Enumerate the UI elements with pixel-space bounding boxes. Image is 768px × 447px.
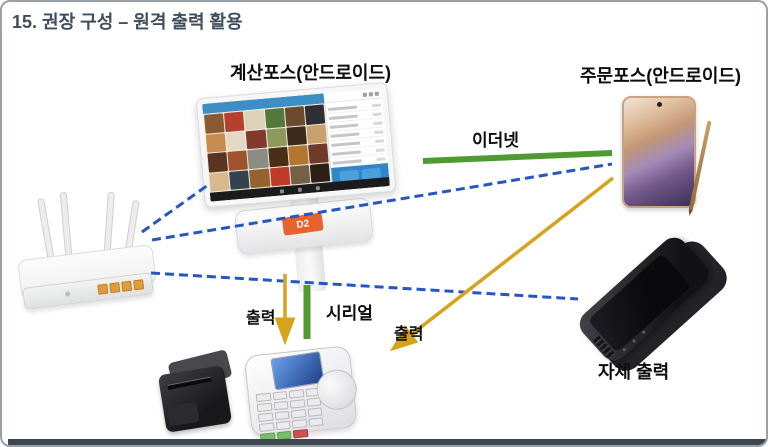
card-terminal-image: [243, 338, 368, 445]
label-output-right: 출력: [394, 326, 424, 343]
pos-screen: [195, 81, 397, 209]
lan-port-icon: [97, 283, 109, 295]
lan-port-icon: [133, 279, 145, 291]
label-ethernet: 이더넷: [472, 131, 519, 150]
checkout-pos-monitor-image: D2: [195, 81, 400, 294]
pos-stand-base: D2: [234, 197, 374, 255]
mobile-pos-image: [574, 231, 734, 378]
wifi-line-router-mobilepos: [150, 271, 579, 301]
card-terminal-keypad: [255, 387, 325, 442]
card-terminal-body: [243, 345, 359, 442]
camera-hole-icon: [657, 102, 662, 107]
lan-port-icon: [121, 280, 133, 292]
printer-flap: [166, 401, 200, 427]
label-checkout-pos: 계산포스(안드로이드): [230, 63, 392, 83]
ethernet-line: [422, 150, 613, 164]
receipt-printer-image: [157, 349, 245, 437]
wifi-router-image: [17, 191, 162, 314]
order-pos-phone-image: [622, 96, 717, 212]
pos-menu-grid: [202, 103, 332, 193]
paper-slot-icon: [167, 376, 212, 390]
bottom-border-bar: [8, 439, 766, 445]
label-output-left: 출력: [246, 310, 276, 327]
phone-screen: [622, 96, 696, 208]
pos-order-panel: [324, 98, 390, 186]
page-title: 15. 권장 구성 – 원격 출력 활용: [12, 12, 243, 32]
pos-base-badge: D2: [281, 212, 324, 236]
label-serial: 시리얼: [326, 304, 373, 323]
label-self-output: 자체 출력: [598, 362, 670, 382]
label-order-pos: 주문포스(안드로이드): [580, 66, 742, 86]
lan-port-icon: [109, 282, 121, 294]
router-led-icon: [64, 290, 71, 297]
pos-order-rows: [326, 98, 388, 168]
printer-front-face: [157, 365, 233, 433]
